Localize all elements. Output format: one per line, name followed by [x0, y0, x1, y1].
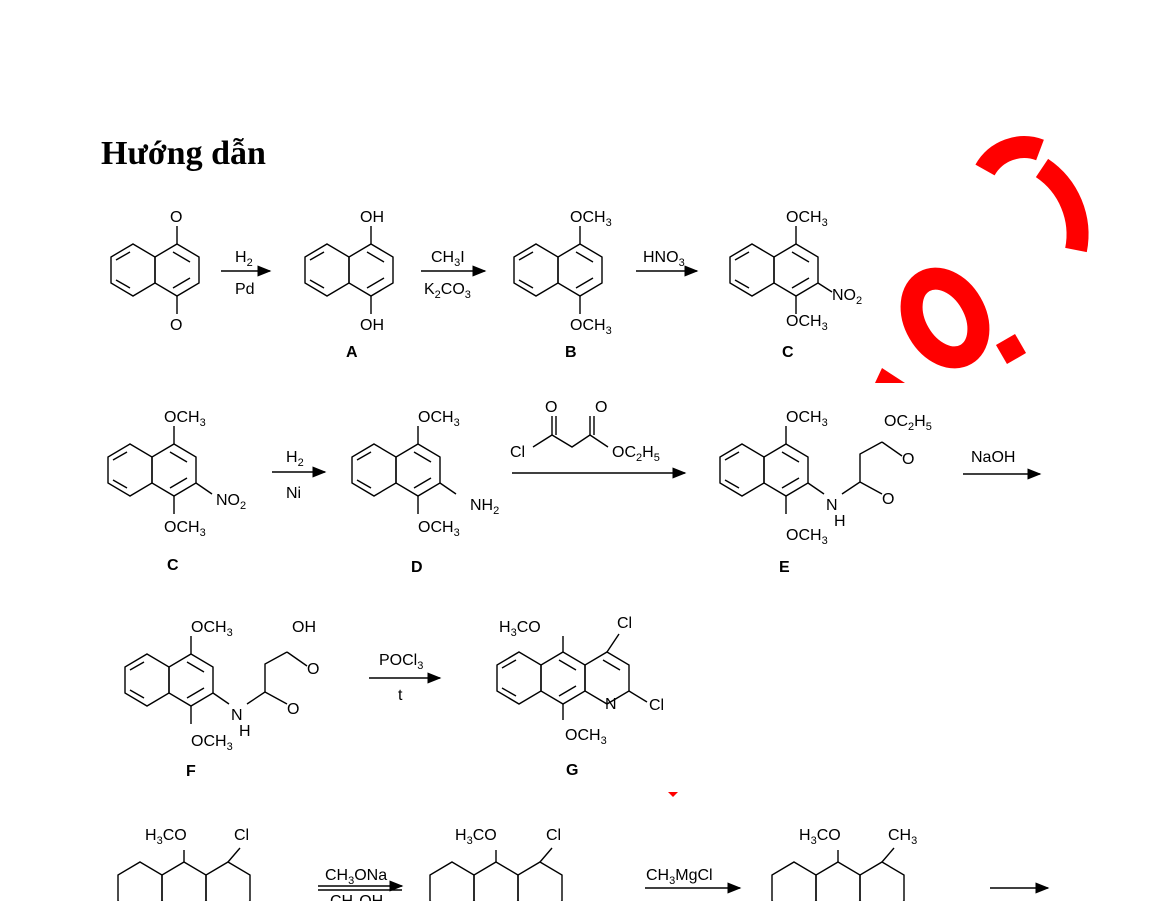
group-label: OCH3: [786, 527, 828, 547]
group-label: OCH3: [570, 209, 612, 229]
reagent-text: Ni: [286, 485, 301, 502]
group-label: O: [595, 399, 607, 416]
group-label: OCH3: [570, 317, 612, 337]
group-label: O: [170, 317, 182, 334]
reagent-text: H2: [286, 449, 304, 469]
group-label: OCH3: [418, 519, 460, 539]
reagent-text: t: [398, 687, 403, 704]
group-label: CH3: [888, 827, 917, 847]
compound-F: OCH3 OCH3 N H O OH O: [124, 619, 319, 753]
group-label: OCH3: [191, 733, 233, 753]
group-label: NH2: [470, 497, 499, 517]
group-label: H3CO: [799, 827, 841, 847]
group-label: Cl: [649, 697, 664, 714]
reagent-text: K2CO3: [424, 281, 471, 301]
group-label: OCH3: [786, 209, 828, 229]
compound-label: G: [566, 762, 578, 779]
group-label: OCH3: [786, 409, 828, 429]
group-label: O: [902, 451, 914, 468]
group-label: OCH3: [164, 409, 206, 429]
group-label: N: [826, 497, 838, 514]
group-label: OCH3: [164, 519, 206, 539]
red-mark: [668, 792, 678, 797]
group-label: N: [605, 696, 617, 713]
compound-label: F: [186, 763, 196, 780]
compound-A: OH OH: [304, 209, 394, 334]
group-label: O: [170, 209, 182, 226]
compound-C-again: OCH3 OCH3 NO2: [107, 409, 246, 539]
compound-label: C: [167, 557, 179, 574]
compound-label: C: [782, 344, 794, 361]
group-label: OCH3: [565, 727, 607, 747]
group-label: OCH3: [418, 409, 460, 429]
naphthoquinone: O O: [110, 209, 200, 334]
compound-E: OCH3 OCH3 N H O OC2H5 O: [719, 409, 932, 547]
compound-label: B: [565, 344, 577, 361]
reagent-text: Pd: [235, 281, 255, 298]
group-label: OCH3: [786, 313, 828, 333]
group-label: N: [231, 707, 243, 724]
compound-label: D: [411, 559, 423, 576]
group-label: O: [545, 399, 557, 416]
row4-compound-1: H3CO Cl: [117, 827, 251, 901]
section-heading: Hướng dẫn: [101, 135, 266, 172]
compound-G: H3CO Cl N Cl OCH3: [496, 615, 664, 747]
group-label: Cl: [617, 615, 632, 632]
group-label: NO2: [832, 287, 862, 307]
reagent-text: CH3I: [431, 249, 465, 269]
group-label: OC2H5: [884, 413, 932, 433]
reagent-text: CH3OH: [330, 893, 383, 901]
compound-label: E: [779, 559, 790, 576]
group-label: H: [834, 513, 846, 530]
group-label: OCH3: [191, 619, 233, 639]
compound-D: OCH3 OCH3 NH2: [351, 409, 499, 539]
group-label: O: [882, 491, 894, 508]
watermark: [875, 136, 1089, 383]
group-label: H3CO: [499, 619, 541, 639]
reagent-text: NaOH: [971, 449, 1015, 466]
reagent-text: CH3MgCl: [646, 867, 713, 887]
row4-compound-2: H3CO Cl: [429, 827, 563, 901]
group-label: Cl: [546, 827, 561, 844]
group-label: NO2: [216, 492, 246, 512]
compound-C: OCH3 OCH3 NO2: [729, 209, 862, 333]
reagent-text: POCl3: [379, 652, 423, 672]
group-label: O: [307, 661, 319, 678]
group-label: H: [239, 723, 251, 740]
reagent-text: H2: [235, 249, 253, 269]
group-label: OH: [360, 317, 384, 334]
group-label: O: [287, 701, 299, 718]
group-label: OH: [360, 209, 384, 226]
compound-B: OCH3 OCH3: [513, 209, 612, 337]
reagent-text: Cl: [510, 444, 525, 461]
reagent-text: OC2H5: [612, 444, 660, 464]
group-label: H3CO: [455, 827, 497, 847]
reagent-text: CH3ONa: [325, 867, 387, 887]
reagent-text: HNO3: [643, 249, 685, 269]
group-label: OH: [292, 619, 316, 636]
group-label: H3CO: [145, 827, 187, 847]
group-label: Cl: [234, 827, 249, 844]
ethyl-malonyl-chloride: O O Cl OC2H5: [510, 399, 660, 464]
row4-compound-3: H3CO CH3: [771, 827, 917, 901]
compound-label: A: [346, 344, 358, 361]
